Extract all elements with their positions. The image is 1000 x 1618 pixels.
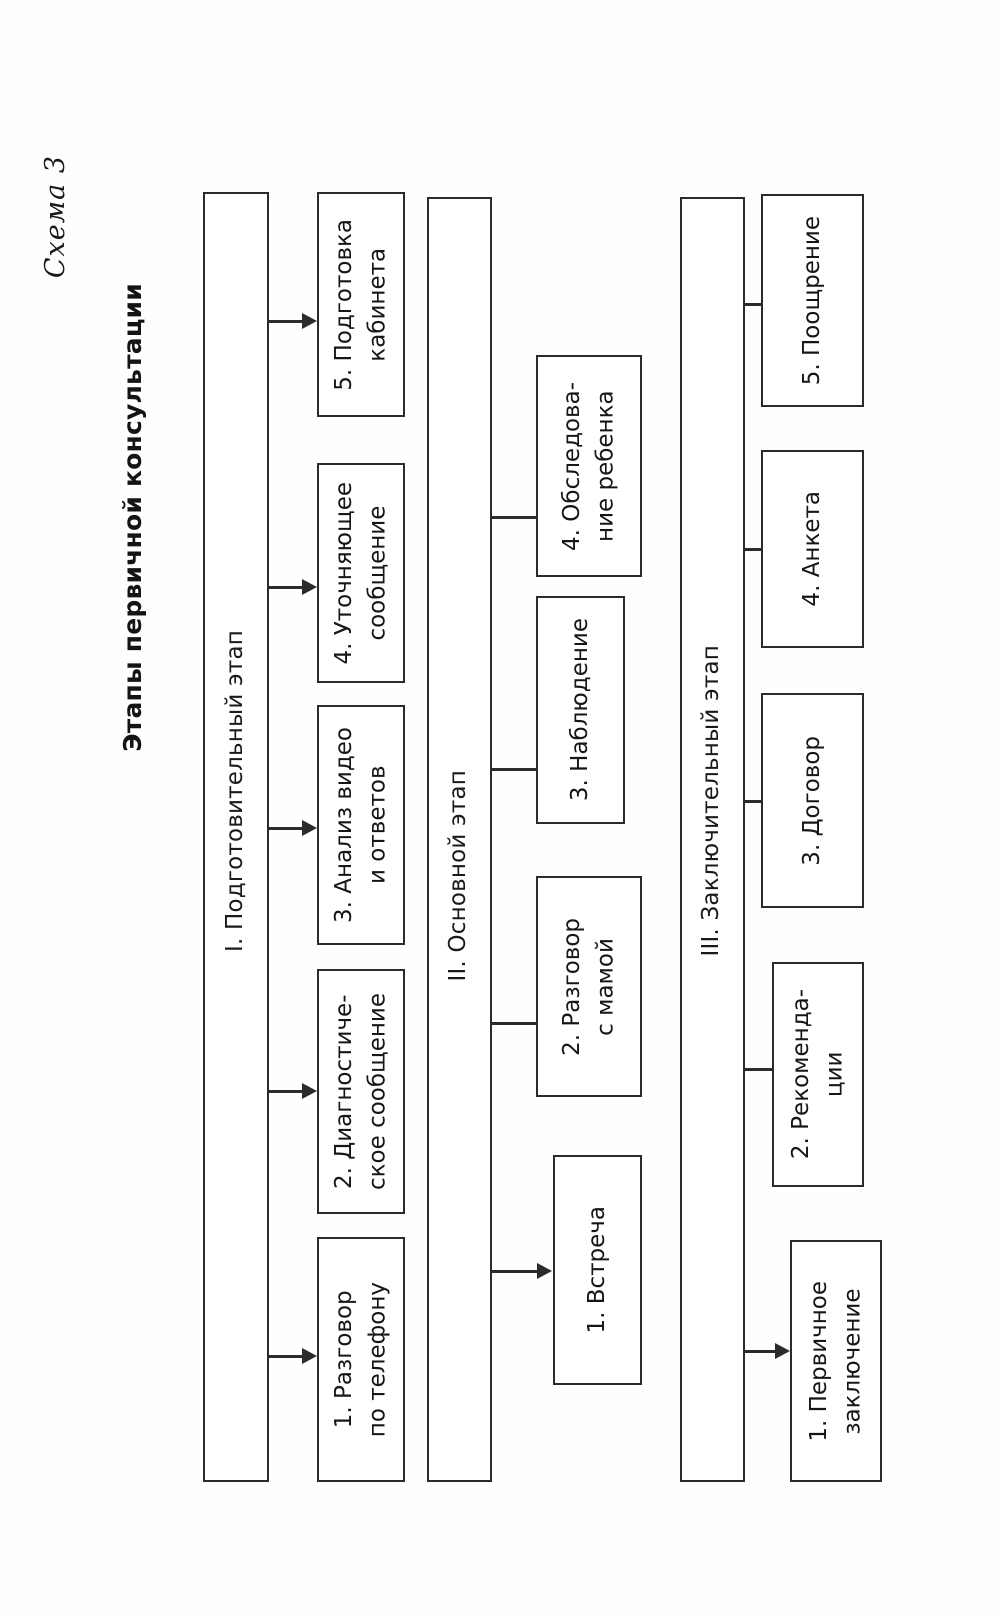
step-box-3-2-text: 2. Рекоменда-ции	[787, 989, 847, 1160]
step-box-1-2[interactable]: 2. Диагностиче-ское сообщение	[317, 969, 405, 1214]
step-box-3-4-text: 4. Анкета	[798, 491, 825, 607]
step-box-2-3[interactable]: 3. Наблюдение	[536, 596, 625, 824]
step-box-2-1-text: 1. Встреча	[583, 1206, 610, 1334]
step-box-3-3-text: 3. Договор	[798, 735, 825, 866]
step-box-2-1[interactable]: 1. Встреча	[553, 1155, 642, 1385]
phase-band-3	[680, 197, 745, 1482]
step-box-2-4[interactable]: 4. Обследова-ние ребенка	[536, 355, 642, 577]
phase-band-1	[203, 192, 269, 1482]
phase-band-2	[427, 197, 492, 1482]
phase-label-3: III. Заключительный этап	[698, 645, 724, 957]
step-box-3-5-text: 5. Поощрение	[798, 215, 825, 386]
step-box-3-4[interactable]: 4. Анкета	[761, 450, 864, 648]
step-box-2-4-text: 4. Обследова-ние ребенка	[558, 381, 618, 551]
step-box-3-2[interactable]: 2. Рекоменда-ции	[772, 962, 864, 1187]
phase-label-1: I. Подготовительный этап	[222, 630, 248, 953]
step-box-3-3[interactable]: 3. Договор	[761, 693, 864, 908]
step-box-1-2-text: 2. Диагностиче-ское сообщение	[330, 993, 390, 1190]
step-box-3-5[interactable]: 5. Поощрение	[761, 194, 864, 407]
scheme-caption: Схема 3	[40, 155, 71, 279]
step-box-2-3-text: 3. Наблюдение	[566, 618, 593, 802]
phase-label-2: II. Основной этап	[445, 770, 471, 982]
figure-title: Этапы первичной консультации	[118, 283, 147, 752]
